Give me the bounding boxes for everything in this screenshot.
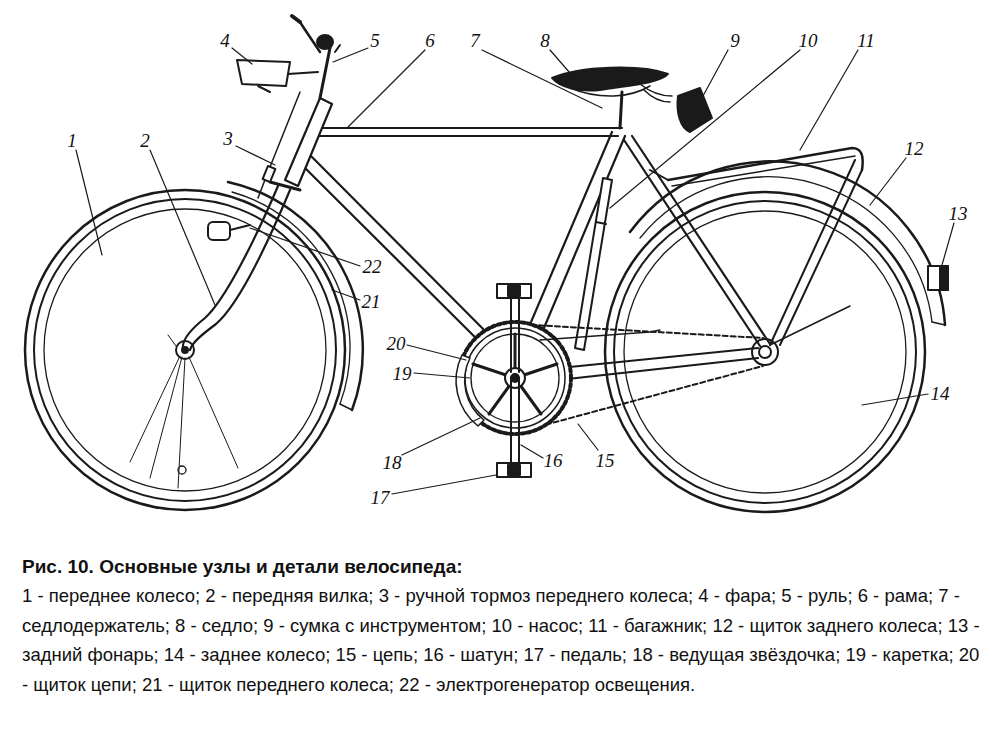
tail-light (928, 266, 948, 290)
tool-bag (678, 88, 713, 132)
callout-number: 11 (857, 31, 875, 50)
callout-number: 2 (140, 131, 150, 150)
dynamo (208, 222, 250, 240)
handlebar (292, 16, 340, 98)
brake-rod (258, 92, 300, 198)
callout-number: 13 (949, 204, 968, 223)
callout-number: 9 (730, 31, 740, 50)
callout-number: 18 (383, 453, 402, 472)
front-fender (228, 182, 363, 410)
callout-number: 21 (362, 292, 381, 311)
callout-number: 16 (544, 451, 563, 470)
chain-guard (456, 355, 484, 426)
callout-number: 10 (799, 31, 818, 50)
callout-number: 14 (931, 384, 950, 403)
callout-number: 22 (363, 257, 382, 276)
callout-number: 15 (596, 451, 615, 470)
headlamp (237, 60, 318, 92)
leader-lines (76, 48, 954, 494)
callout-number: 3 (223, 129, 233, 148)
callout-number: 12 (905, 139, 924, 158)
callout-number: 7 (470, 31, 480, 50)
frame (270, 98, 770, 384)
front-fork (183, 186, 278, 348)
callout-number: 1 (67, 131, 77, 150)
callout-number: 20 (387, 334, 406, 353)
front-wheel (25, 190, 345, 510)
pump (575, 178, 612, 350)
callout-number: 5 (370, 31, 380, 50)
saddle (552, 68, 672, 128)
callout-number: 17 (371, 488, 390, 507)
figure-caption: 1 - переднее колесо; 2 - передняя вилка;… (22, 581, 988, 699)
callout-number: 4 (220, 31, 230, 50)
callout-number: 19 (393, 364, 412, 383)
rear-wheel (605, 192, 925, 512)
luggage-rack (650, 148, 863, 345)
figure-title: Рис. 10. Основные узлы и детали велосипе… (22, 553, 988, 581)
callout-number: 8 (540, 31, 550, 50)
caption-block: Рис. 10. Основные узлы и детали велосипе… (22, 553, 988, 699)
rear-fender (630, 161, 945, 325)
callout-number: 6 (425, 31, 435, 50)
